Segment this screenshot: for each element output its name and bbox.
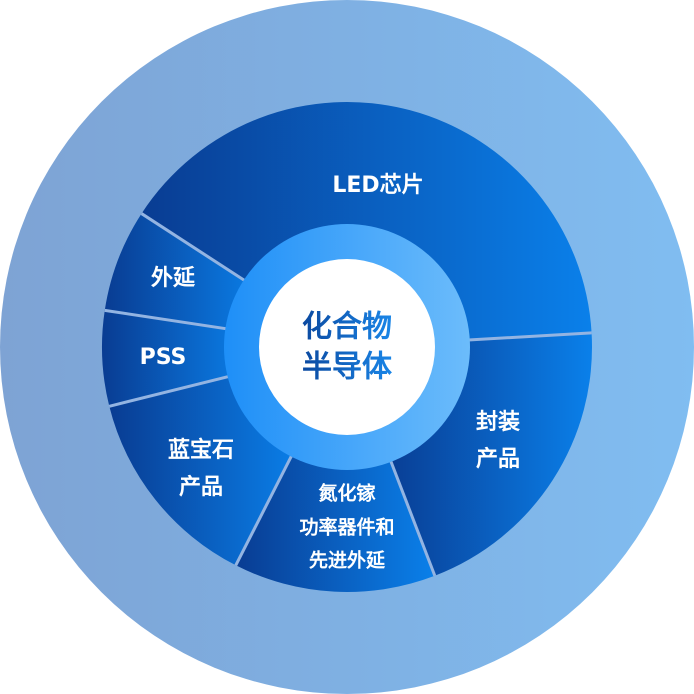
segment-epitaxy <box>104 213 264 333</box>
center-title-line2: 半导体 <box>302 350 393 385</box>
segment-separator <box>381 439 437 577</box>
center-title-line1: 化合物 <box>302 310 392 345</box>
segment-label-sapphire-2: 产品 <box>179 475 223 500</box>
segment-separator <box>234 435 303 566</box>
segment-label-gan-1: 氮化镓 <box>318 482 376 505</box>
segment-label-packaging-1: 封装 <box>476 410 520 435</box>
segment-gan <box>235 436 435 592</box>
segment-separator <box>104 308 249 334</box>
segment-ring <box>101 101 592 592</box>
center-circle <box>259 259 435 435</box>
segment-separator <box>140 212 264 294</box>
segment-separator <box>446 331 592 343</box>
segment-label-packaging-2: 产品 <box>476 447 520 472</box>
segment-label-sapphire-1: 蓝宝石 <box>168 437 234 463</box>
segment-label-gan-3: 先进外延 <box>309 549 386 572</box>
segment-separator <box>108 369 251 408</box>
segment-label-led: LED芯片 <box>332 173 423 198</box>
segment-label-gan-2: 功率器件和 <box>299 516 394 539</box>
segment-pss <box>101 310 250 407</box>
segment-label-epitaxy: 外延 <box>151 265 196 291</box>
segment-label-pss: PSS <box>140 345 187 370</box>
segment-packaging <box>382 332 592 576</box>
